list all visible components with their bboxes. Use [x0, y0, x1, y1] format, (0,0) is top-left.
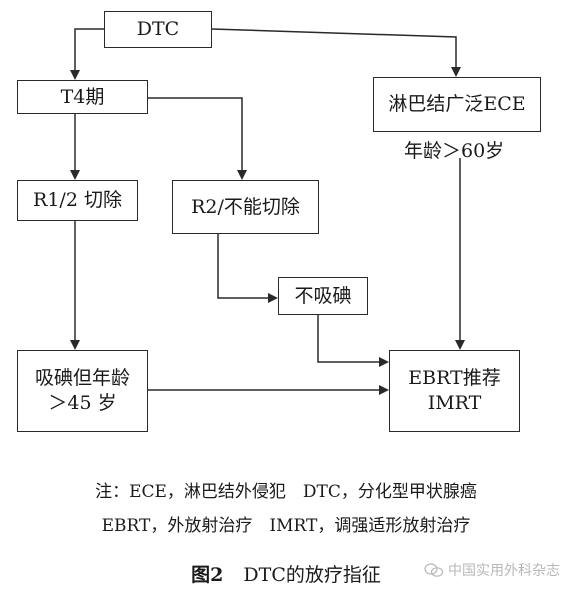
node-ebrt-imrt: EBRT推荐 IMRT: [389, 350, 520, 432]
label-age-60: 年龄＞60岁: [404, 140, 505, 162]
node-t4-label: T4期: [60, 85, 105, 108]
arrow-r2-noiodine: [217, 234, 278, 303]
node-r12-label: R1/2 切除: [33, 189, 122, 212]
node-r2-label: R2/不能切除: [191, 195, 300, 218]
watermark: 中国实用外科杂志: [424, 560, 560, 580]
arrow-dtc-ece: [211, 28, 461, 77]
node-ebrt-line2: IMRT: [427, 392, 482, 414]
node-dtc: DTC: [104, 11, 212, 48]
node-ebrt-line1: EBRT推荐: [408, 367, 501, 390]
arrow-dtc-t4: [70, 28, 104, 80]
node-iodine-age-line1: 吸碘但年龄: [34, 367, 130, 390]
figure-caption: 图2 DTC的放疗指征: [0, 560, 572, 587]
node-lymph-ece: 淋巴结广泛ECE: [373, 77, 541, 132]
note-line-2: EBRT，外放射治疗 IMRT，调强适形放射治疗: [101, 516, 471, 536]
wechat-icon: [424, 563, 444, 577]
figure-title: DTC的放疗指征: [243, 564, 381, 586]
node-iodine-age-45: 吸碘但年龄 ＞45 岁: [17, 350, 148, 432]
node-dtc-label: DTC: [136, 18, 180, 41]
node-no-iodine-label: 不吸碘: [294, 284, 352, 307]
node-r2-unresectable: R2/不能切除: [172, 180, 319, 234]
figure-label: 图2: [191, 564, 224, 586]
node-t4: T4期: [17, 80, 148, 114]
node-lymph-ece-label: 淋巴结广泛ECE: [388, 93, 526, 116]
node-r12-resection: R1/2 切除: [17, 180, 138, 221]
arrow-t4-r2: [148, 97, 247, 180]
watermark-text: 中国实用外科杂志: [448, 563, 560, 579]
note-line-1: 注：ECE，淋巴结外侵犯 DTC，分化型甲状腺癌: [95, 482, 477, 502]
arrow-noiodine-ebrt: [317, 315, 389, 367]
node-iodine-age-line2: ＞45 岁: [48, 392, 117, 414]
node-no-iodine: 不吸碘: [278, 277, 368, 315]
